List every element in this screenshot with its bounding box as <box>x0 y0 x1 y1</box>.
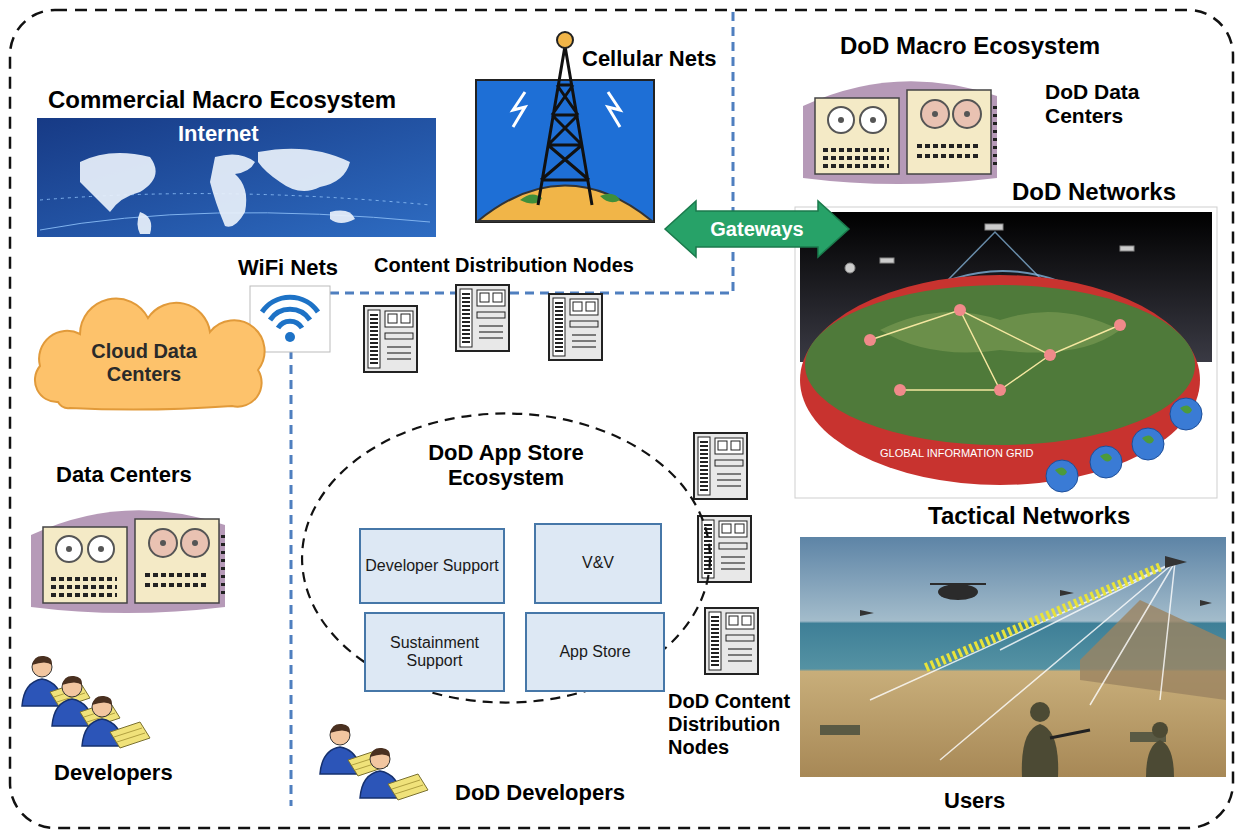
cloud-shape: Cloud Data Centers <box>18 304 270 412</box>
component-label: Content Distribution Nodes <box>374 254 634 277</box>
image-caption: GLOBAL INFORMATION GRID <box>880 447 1033 460</box>
box-label: Sustainment Support <box>370 634 499 671</box>
box-label: V&V <box>582 554 614 572</box>
ecosystem-ellipse-label: DoD App Store Ecosystem <box>401 440 611 491</box>
region-heading: DoD Macro Ecosystem <box>840 32 1100 60</box>
process-box: Developer Support <box>359 528 505 604</box>
region-heading: Commercial Macro Ecosystem <box>48 86 396 114</box>
ecosystem-border <box>10 10 1233 828</box>
component-label: DoD Developers <box>455 780 625 805</box>
process-box: App Store <box>525 612 665 692</box>
component-label: WiFi Nets <box>238 255 338 280</box>
component-label: DoD Networks <box>1012 178 1176 206</box>
component-label: DoD Data Centers <box>1045 80 1163 128</box>
ecosystem-ellipse: DoD App Store EcosystemDeveloper Support… <box>300 412 712 704</box>
gateway-arrow-label: Gateways <box>710 218 803 241</box>
tactical-image <box>800 537 1226 777</box>
network-image <box>795 207 1217 498</box>
box-label: Developer Support <box>365 557 498 575</box>
box-label: App Store <box>559 643 630 661</box>
component-label: Data Centers <box>56 462 192 487</box>
gateway-arrow: Gateways <box>664 200 850 258</box>
cloud-shape-label: Cloud Data Centers <box>74 340 214 386</box>
process-box: V&V <box>534 523 662 604</box>
image-caption: Internet <box>178 121 259 146</box>
component-label: Cellular Nets <box>582 46 717 71</box>
component-label: DoD Content Distribution Nodes <box>668 690 798 759</box>
component-label: Tactical Networks <box>928 502 1130 530</box>
component-label: Users <box>944 788 1005 813</box>
component-label: Developers <box>54 760 173 785</box>
process-box: Sustainment Support <box>364 612 505 692</box>
internet-map <box>37 118 436 237</box>
